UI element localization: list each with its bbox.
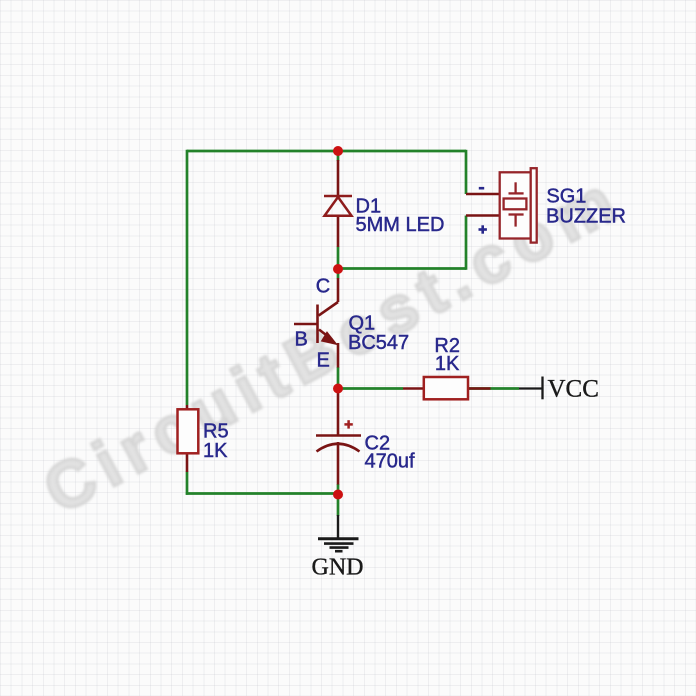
svg-text:BUZZER: BUZZER [546, 205, 626, 227]
svg-text:Q1: Q1 [349, 312, 376, 334]
svg-text:C2: C2 [365, 433, 391, 455]
svg-text:D1: D1 [356, 195, 382, 217]
svg-text:BC547: BC547 [348, 332, 409, 354]
svg-text:5MM LED: 5MM LED [356, 214, 445, 236]
svg-text:C: C [316, 275, 330, 297]
svg-text:1K: 1K [435, 353, 460, 375]
svg-text:1K: 1K [203, 440, 228, 462]
svg-text:R2: R2 [434, 335, 460, 357]
svg-text:E: E [317, 349, 330, 371]
svg-text:VCC: VCC [548, 375, 599, 402]
svg-text:B: B [295, 329, 308, 351]
svg-text:SG1: SG1 [546, 185, 586, 207]
svg-text:R5: R5 [203, 421, 229, 443]
svg-text:GND: GND [312, 554, 364, 580]
svg-text:470uf: 470uf [365, 450, 415, 472]
